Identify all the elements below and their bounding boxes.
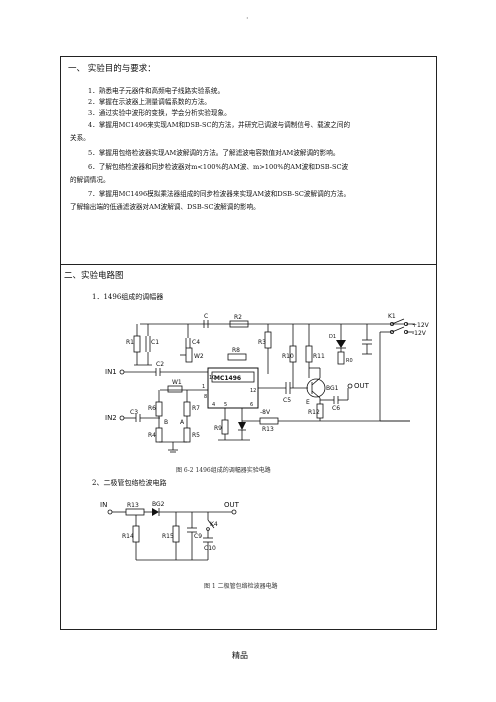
v-pos-label: +12V	[412, 322, 430, 329]
c6-label: C6	[332, 405, 340, 412]
objective-item: 关系。	[70, 134, 90, 142]
objective-item: 4．掌握用MC1496来实现AM和DSB-SC的方法，并研究已调波与调制信号、载…	[88, 121, 351, 129]
r5-label: R5	[192, 432, 200, 439]
in1-label: IN1	[105, 368, 117, 376]
r2-label: R2	[234, 314, 242, 321]
c9-label: C9	[194, 533, 202, 540]
c4-label: C4	[192, 339, 200, 346]
section-divider	[60, 264, 437, 265]
in-label: IN	[100, 501, 107, 509]
r13-label: R13	[127, 502, 139, 509]
section2-title: 二、实验电路图	[64, 271, 124, 281]
objective-item: 7．掌握用MC1496模拟乘法器组成的同步检波器来实现AM波和DSB-SC波解调…	[88, 190, 351, 198]
envelope-detector-diagram: IN R13 BG2 OUT R14 R15 C9 K4 C10	[100, 501, 240, 561]
node-b-label: B	[164, 419, 168, 426]
out1-label: OUT	[354, 382, 370, 390]
r8-label: R8	[232, 347, 240, 354]
pin12-label: 12	[250, 388, 256, 394]
r3-label: R3	[258, 339, 266, 346]
k4-label: K4	[210, 521, 218, 528]
objective-item: 了解输出端的低通滤波器对AM波解调、DSB-SC波解调的影响。	[70, 203, 260, 211]
document-frame	[60, 56, 437, 630]
objective-item: 1．熟悉电子元器件和高频电子线路实验系统。	[88, 87, 225, 95]
pin10-label: 10	[209, 375, 215, 381]
pin1-label: 1	[202, 384, 205, 390]
r14-label: R14	[122, 533, 134, 540]
r7-label: R7	[192, 405, 200, 412]
objective-item: 6．了解包络检波器和同步检波器对m<100%的AM波、m>100%的AM波和DS…	[88, 163, 349, 171]
out2-label: OUT	[224, 501, 240, 509]
r6-label: R6	[148, 405, 156, 412]
w1-label: W1	[172, 379, 182, 386]
c-label: C	[204, 313, 208, 320]
k1-label: K1	[388, 313, 396, 320]
c10-label: C10	[204, 545, 216, 552]
pin6-label: 6	[250, 402, 253, 408]
w2-label: W2	[194, 353, 204, 360]
r15-label: R15	[162, 533, 174, 540]
ic-label: MC1496	[214, 375, 241, 382]
section1-title: 一、 实验目的与要求：	[68, 64, 156, 74]
pin8-label: 8	[204, 394, 207, 400]
objective-item: 5．掌握用包络检波器实现AM波解调的方法。了解滤波电容数值对AM波解调的影响。	[88, 149, 340, 157]
r0-label: R0	[346, 358, 353, 364]
r1-label: R1	[126, 339, 134, 346]
page-footer: 精品	[232, 651, 248, 660]
pin4-label: 4	[212, 402, 215, 408]
bg1-label: BG1	[326, 385, 339, 392]
r4-label: R4	[148, 432, 156, 439]
r11-label: R11	[313, 353, 325, 360]
objective-item: 3．通过实验中波形的变换，学会分析实验现象。	[88, 109, 231, 117]
c5-label: C5	[283, 397, 291, 404]
c3-label: C3	[130, 409, 138, 416]
circuit2-caption: 图 1 二极管包络检波器电路	[204, 583, 278, 590]
r12-label: R12	[308, 409, 320, 416]
circuit1-subtitle: 1．1496组成的调幅器	[92, 293, 164, 301]
led-label: D1	[329, 334, 336, 340]
r9-label: R9	[214, 425, 222, 432]
modulator-circuit-diagram: R1 C1 C R2 C4 W2 R8 R3 MC1496 10 12 1 4 …	[105, 313, 430, 453]
r10-label: R10	[282, 353, 294, 360]
c1-label: C1	[151, 339, 159, 346]
header-mark: ·	[246, 14, 249, 23]
minus8v-label: -8V	[260, 409, 271, 416]
r13-label: R13	[262, 426, 274, 433]
circuit1-caption: 图 6-2 1496组成的调幅器实验电路	[176, 467, 271, 474]
bg2-label: BG2	[152, 501, 165, 508]
node-a-label: A	[180, 419, 185, 426]
circuit2-subtitle: 2、二极管包络检波电路	[92, 479, 167, 487]
in2-label: IN2	[105, 414, 117, 422]
pin5-label: 5	[224, 402, 227, 408]
c2-label: C2	[156, 361, 164, 368]
e-label: E	[306, 399, 310, 406]
objective-item: 的解调情况。	[70, 176, 110, 184]
v-neg-label: -12V	[412, 330, 427, 337]
objective-item: 2．掌握在示波器上测量调幅系数的方法。	[88, 98, 211, 106]
